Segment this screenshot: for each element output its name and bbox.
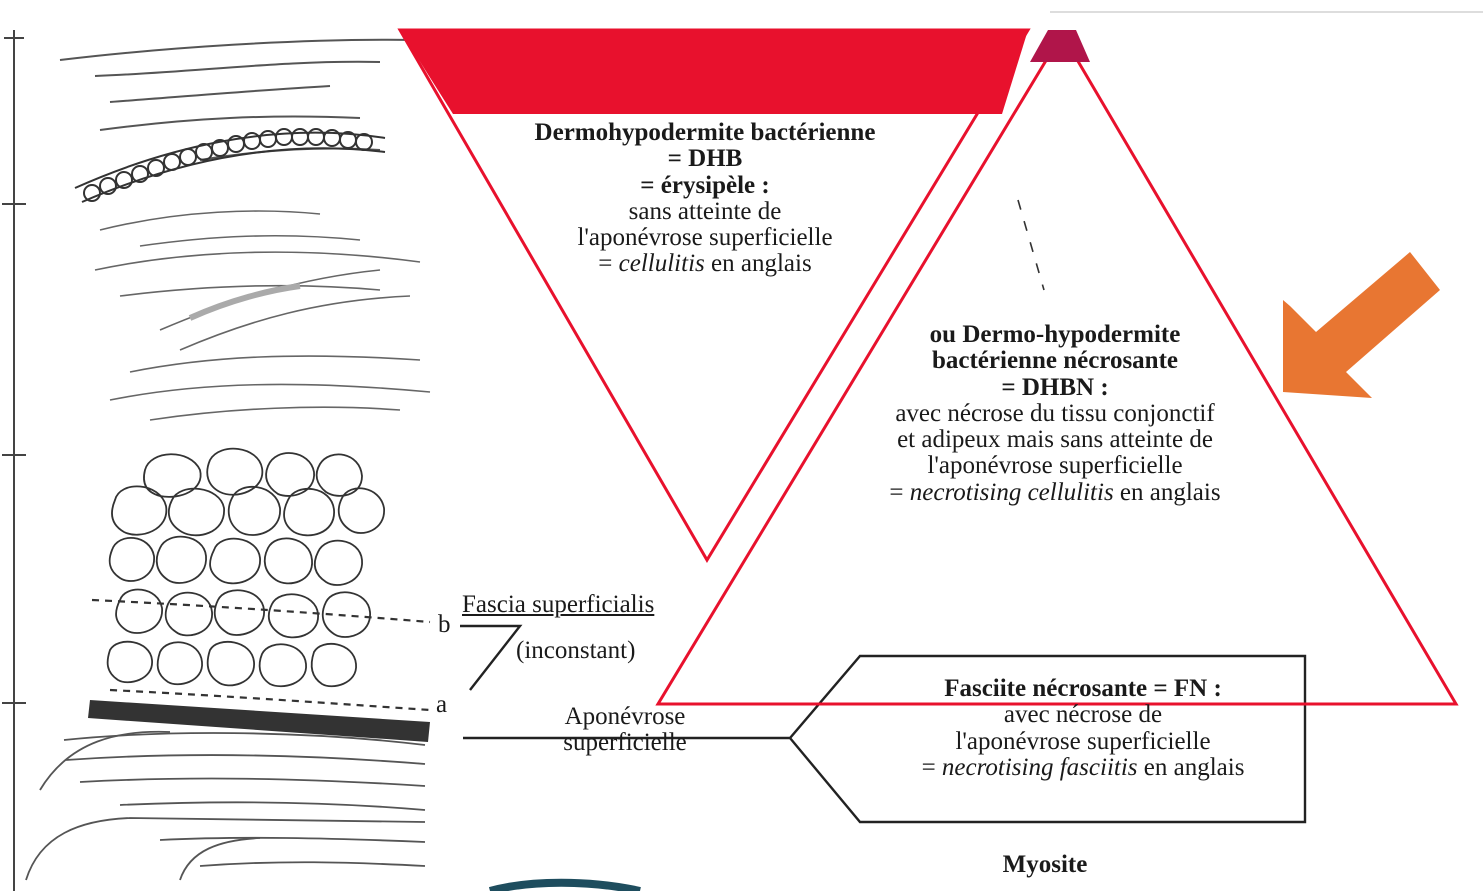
- bottom-curve: [488, 878, 641, 891]
- dhbn-english-term: necrotising cellulitis: [909, 478, 1114, 506]
- dhbn-desc-1: avec nécrose du tissu conjonctif: [895, 399, 1215, 427]
- dhbn-triangle: [655, 31, 1459, 706]
- left-ruler: [2, 30, 26, 891]
- aponevrose-bar: [88, 700, 430, 742]
- dhb-english-prefix: =: [598, 250, 619, 278]
- cell-chain: [74, 128, 386, 203]
- aponevrose-line-2: superficielle: [563, 729, 687, 757]
- layer-letter-a: a: [436, 691, 448, 718]
- dhbn-english-suffix: en anglais: [1113, 478, 1221, 506]
- fn-english: = necrotising fasciitis en anglais: [858, 753, 1308, 781]
- fn-title: Fasciite nécrosante = FN :: [944, 675, 1222, 702]
- dhbn-inner-dash: [1017, 199, 1045, 291]
- dhb-red-band: [400, 30, 1028, 114]
- dhbn-english-prefix: =: [889, 478, 910, 506]
- orange-arrow-icon: [1283, 252, 1440, 398]
- dhb-abbrev: = DHB: [667, 145, 743, 173]
- fat-cells: [106, 447, 385, 688]
- fascia-title: Fascia superficialis: [462, 591, 655, 618]
- dhbn-english: = necrotising cellulitis en anglais: [820, 478, 1290, 506]
- layer-letter-b: b: [438, 611, 451, 638]
- epidermis-strokes: [59, 38, 421, 161]
- fascia-dashed-lines: [91, 598, 431, 712]
- fn-english-term: necrotising fasciitis: [941, 753, 1138, 781]
- muscle-fibers: [25, 730, 426, 881]
- fascia-label: Fascia superficialis: [462, 591, 732, 618]
- fascia-note: (inconstant): [516, 637, 636, 664]
- dhb-english: = cellulitis en anglais: [470, 251, 940, 277]
- dhbn-title-2: bactérienne nécrosante: [931, 347, 1178, 375]
- aponevrose-line-1: Aponévrose: [564, 703, 686, 730]
- dhbn-abbrev: = DHBN :: [1001, 373, 1109, 401]
- dhb-label: Dermohypodermite bactérienne = DHB = éry…: [470, 119, 940, 278]
- dhbn-apex: [1030, 30, 1090, 62]
- dhb-english-term: cellulitis: [618, 250, 705, 278]
- aponevrose-label: Aponévrose superficielle: [530, 703, 720, 757]
- fn-desc-2: l'aponévrose superficielle: [955, 727, 1211, 755]
- dhb-english-suffix: en anglais: [704, 250, 812, 278]
- myosite-label: Myosite: [1002, 851, 1088, 878]
- dhbn-title-1: ou Dermo-hypodermite: [929, 321, 1181, 348]
- dhb-desc-1: sans atteinte de: [628, 197, 782, 225]
- dhbn-desc-3: l'aponévrose superficielle: [927, 452, 1183, 480]
- dhb-desc-2: l'aponévrose superficielle: [577, 224, 833, 251]
- dermis-fibers: [94, 210, 431, 421]
- connector-lines: [460, 624, 1307, 824]
- dhbn-desc-2: et adipeux mais sans atteinte de: [897, 426, 1213, 453]
- dhb-synonym: = érysipèle :: [640, 171, 770, 199]
- fn-english-prefix: =: [921, 753, 942, 781]
- dhbn-label: ou Dermo-hypodermite bactérienne nécrosa…: [820, 321, 1290, 506]
- fn-desc-1: avec nécrose de: [1003, 701, 1163, 729]
- fn-english-suffix: en anglais: [1137, 753, 1245, 781]
- dhb-title: Dermohypodermite bactérienne: [534, 119, 876, 146]
- fn-label: Fasciite nécrosante = FN : avec nécrose …: [858, 675, 1308, 781]
